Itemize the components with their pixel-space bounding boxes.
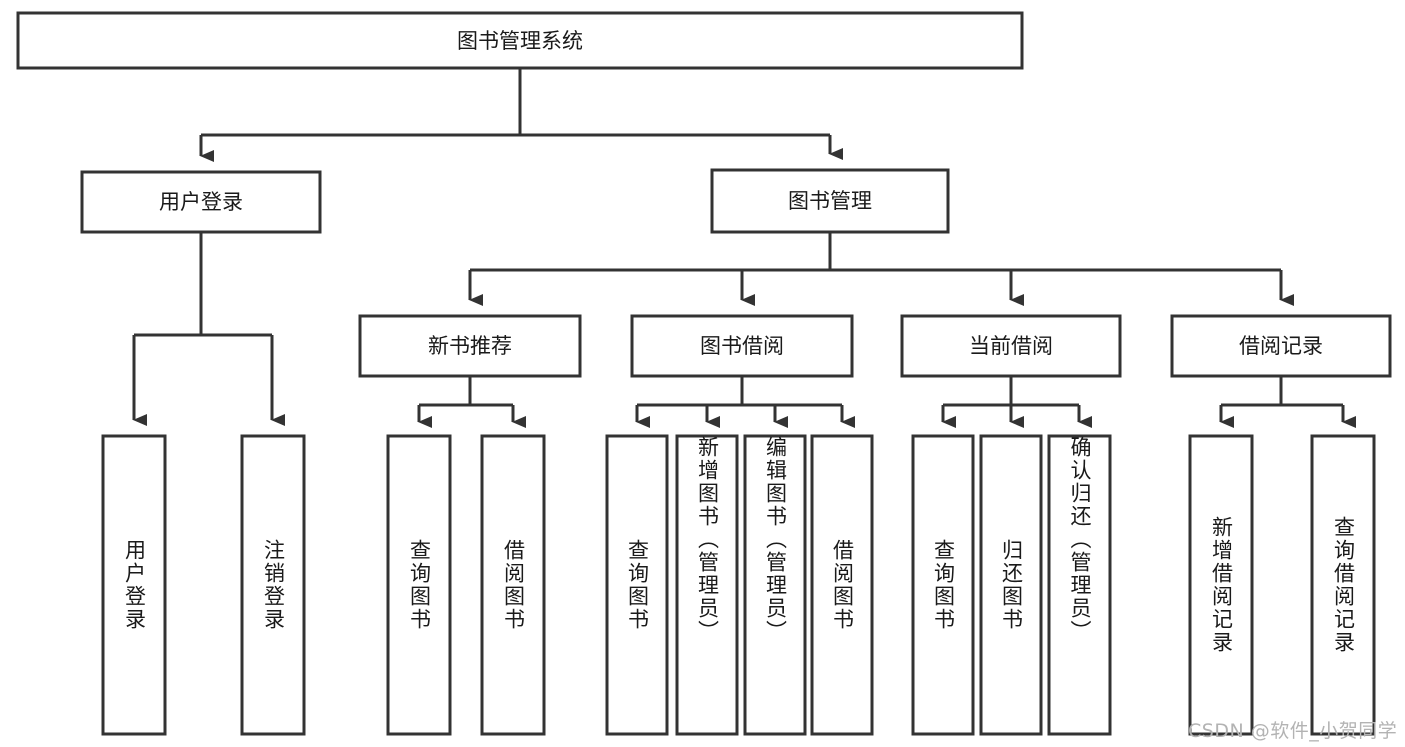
node-book-manage-box[interactable]: [710, 168, 950, 234]
leaf-boxes: [101, 434, 1376, 736]
node-root-label: 图书管理系统: [457, 29, 583, 53]
leaf-box-search-borrow-record[interactable]: [1310, 434, 1376, 736]
leaf-box-user-login[interactable]: [101, 434, 167, 736]
leaf-box-search-book-borrow[interactable]: [605, 434, 669, 736]
node-current-borrow[interactable]: 当前借阅: [900, 314, 1122, 378]
node-new-book-recommend-label: 新书推荐: [428, 334, 512, 358]
leaf-box-search-book-current[interactable]: [911, 434, 975, 736]
node-book-manage-label: 图书管理: [788, 189, 872, 213]
node-new-book-recommend[interactable]: 新书推荐: [358, 314, 582, 378]
csdn-watermark: CSDN @软件_小贺同学: [1188, 720, 1398, 742]
leaf-box-return-book[interactable]: [979, 434, 1043, 736]
node-root[interactable]: 图书管理系统: [16, 11, 1024, 70]
node-current-borrow-box[interactable]: [900, 314, 1122, 378]
node-book-borrow[interactable]: 图书借阅: [630, 314, 854, 378]
connector-group: [132, 68, 1356, 428]
node-borrow-record[interactable]: 借阅记录: [1170, 314, 1392, 378]
leaf-box-logout[interactable]: [240, 434, 306, 736]
leaf-box-borrow-book[interactable]: [810, 434, 874, 736]
node-borrow-record-label: 借阅记录: [1239, 334, 1323, 358]
leaf-box-add-book-admin[interactable]: [675, 434, 739, 736]
node-user-login[interactable]: 用户登录: [80, 170, 322, 234]
node-user-login-label: 用户登录: [159, 190, 243, 214]
node-root-box[interactable]: [16, 11, 1024, 70]
node-book-borrow-label: 图书借阅: [700, 334, 784, 358]
leaf-box-confirm-return-admin[interactable]: [1047, 434, 1112, 736]
node-book-manage[interactable]: 图书管理: [710, 168, 950, 234]
node-new-book-recommend-box[interactable]: [358, 314, 582, 378]
leaf-box-search-book-recommend[interactable]: [386, 434, 452, 736]
node-book-borrow-box[interactable]: [630, 314, 854, 378]
node-user-login-box[interactable]: [80, 170, 322, 234]
node-current-borrow-label: 当前借阅: [969, 334, 1053, 358]
leaf-box-add-borrow-record[interactable]: [1188, 434, 1254, 736]
leaf-box-edit-book-admin[interactable]: [743, 434, 807, 736]
node-borrow-record-box[interactable]: [1170, 314, 1392, 378]
leaf-box-borrow-book-recommend[interactable]: [480, 434, 546, 736]
